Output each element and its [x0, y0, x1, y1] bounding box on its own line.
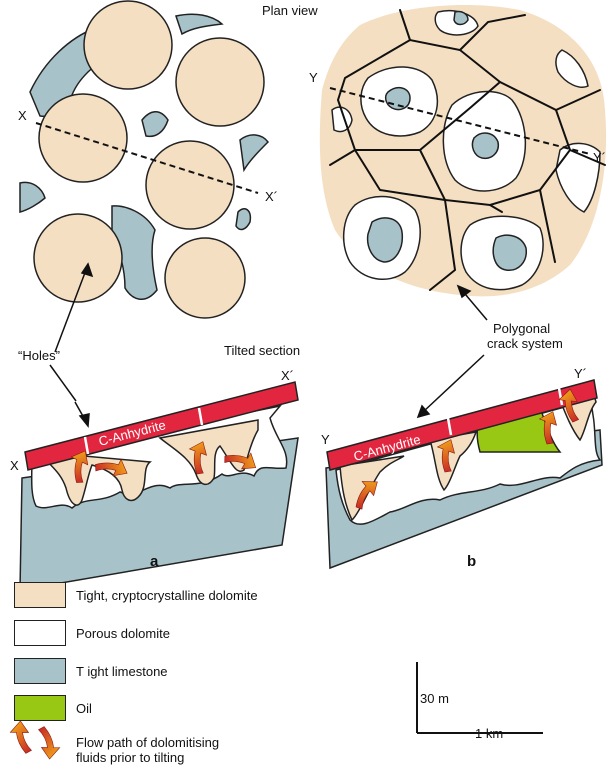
tilted-section-b: C-Anhydrite Y Y´ b [321, 366, 603, 570]
legend-item-flow: Flow path of dolomitising fluids prior t… [76, 735, 219, 765]
legend-label-porous-dolomite: Porous dolomite [76, 625, 170, 641]
scale-bar [416, 662, 543, 734]
swatch-porous-dolomite [14, 620, 66, 646]
label-y: Y [309, 70, 318, 85]
legend-item-tight-dolomite: Tight, cryptocrystalline dolomite [14, 580, 258, 610]
polygonal-cracks-b [329, 9, 606, 291]
legend-item-tight-limestone: T ight limestone [14, 656, 168, 686]
flow-legend-icon [6, 719, 64, 761]
panel-label-b: b [467, 553, 476, 570]
holes-label: “Holes” [18, 348, 60, 363]
dolomite-circles-a [33, 0, 265, 319]
legend-label-oil: Oil [76, 700, 92, 716]
label-x: X [18, 108, 27, 123]
plan-view-title: Plan view [262, 3, 318, 18]
label-x-prime: X´ [265, 189, 278, 204]
legend-item-porous-dolomite: Porous dolomite [14, 618, 170, 648]
swatch-oil [14, 695, 66, 721]
limestone-cores-b [366, 10, 527, 271]
tilted-section-a: C-Anhydrite X X´ a [10, 368, 299, 591]
section-line-x [35, 122, 259, 194]
scale-vertical-label: 30 m [420, 691, 449, 706]
callout-arrows [49, 262, 488, 428]
tilted-section-title: Tilted section [224, 343, 300, 358]
label-y-section: Y [321, 432, 330, 447]
flow-legend-line2: fluids prior to tilting [76, 750, 185, 765]
panel-label-a: a [150, 553, 159, 570]
legend-item-oil: Oil [14, 693, 92, 723]
swatch-tight-limestone [14, 658, 66, 684]
section-line-y [329, 87, 591, 155]
polygonal-label-line1: Polygonal [493, 321, 550, 336]
anhydrite-bar-a [24, 381, 299, 471]
label-x-prime-section: X´ [281, 368, 294, 383]
flow-legend-line1: Flow path of dolomitising [76, 735, 220, 750]
legend-label-tight-dolomite: Tight, cryptocrystalline dolomite [76, 587, 258, 603]
anhydrite-bar-b [326, 379, 598, 471]
legend-label-tight-limestone: T ight limestone [76, 663, 168, 679]
plan-view-a: X X´ [18, 0, 278, 319]
polygonal-label-line2: crack system [487, 336, 563, 351]
label-y-prime-section: Y´ [574, 366, 587, 381]
label-y-prime: Y´ [593, 150, 606, 165]
plan-view-b: Y Y´ [309, 5, 607, 297]
label-x-section: X [10, 458, 19, 473]
swatch-tight-dolomite [14, 582, 66, 608]
scale-horizontal-label: 1 km [475, 726, 503, 741]
